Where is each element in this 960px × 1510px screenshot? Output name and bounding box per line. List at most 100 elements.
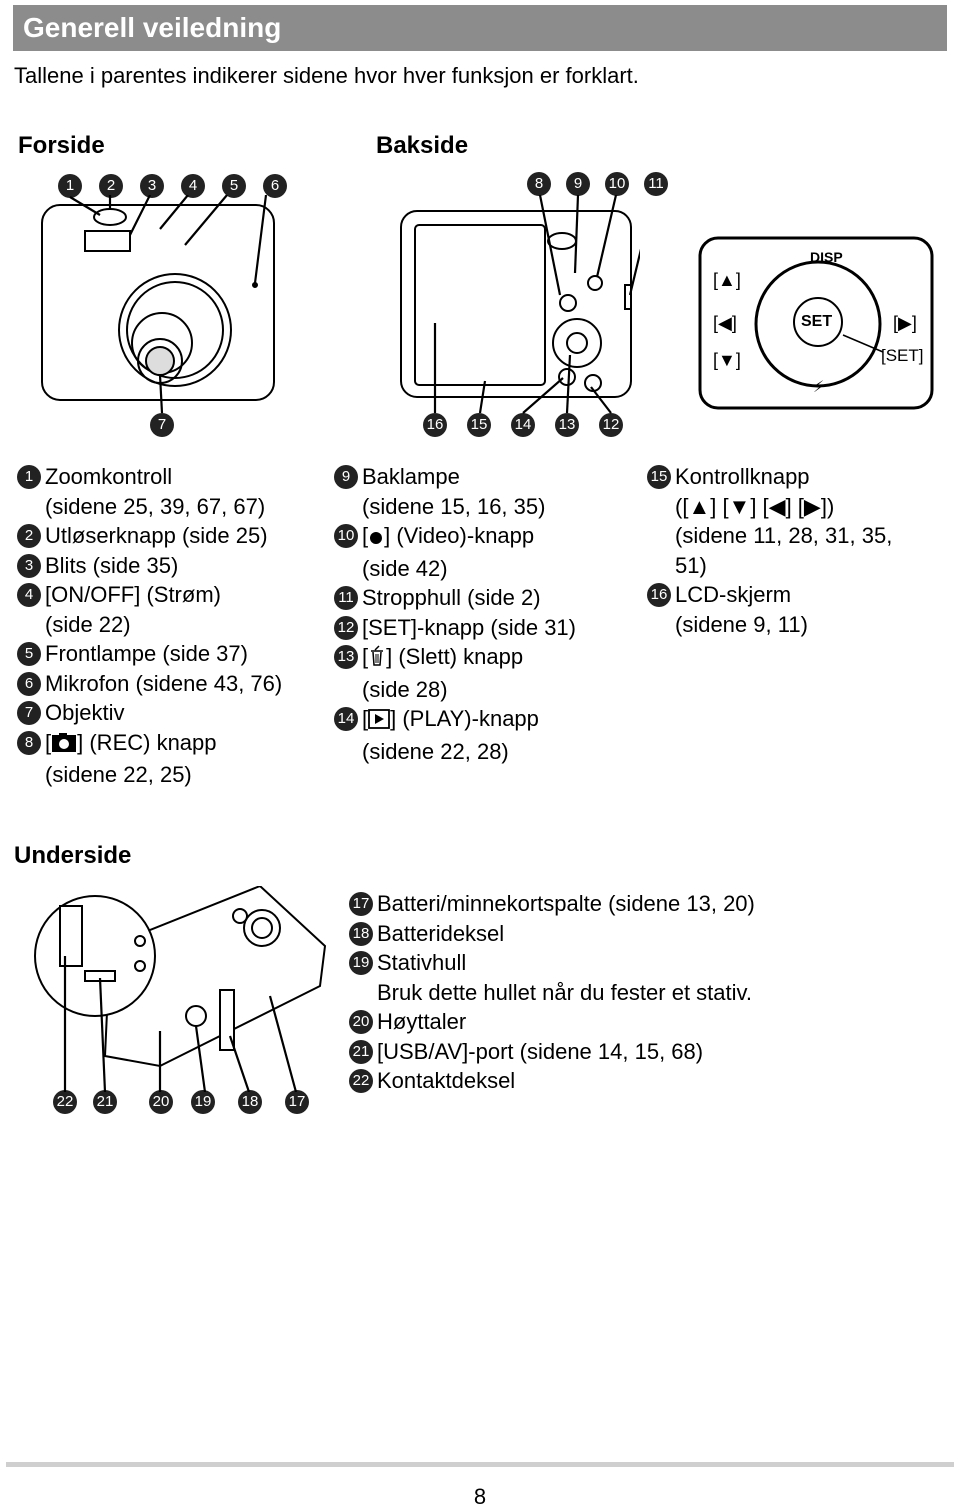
callout-number: 5: [222, 174, 246, 198]
legend-item: 4[ON/OFF] (Strøm) (side 22): [17, 580, 282, 639]
callout-number: 20: [349, 1010, 373, 1034]
callout-number: 19: [349, 951, 373, 975]
flash-icon: ⚡: [813, 379, 825, 396]
dial-set-bracket-label: [SET]: [881, 346, 924, 365]
legend-text: [USB/AV]-port (sidene 14, 15, 68): [377, 1038, 704, 1064]
legend-text: LCD-skjerm (sidene 9, 11): [675, 582, 808, 637]
front-top-callouts: 1 2 3 4 5 6: [58, 174, 287, 198]
callout-number: 9: [334, 465, 358, 489]
callout-number: 13: [555, 413, 579, 437]
callout-number: 20: [149, 1090, 173, 1114]
callout-number: 17: [285, 1090, 309, 1114]
back-top-callouts: 8 9 10 11: [527, 172, 668, 196]
legend-item: 21[USB/AV]-port (sidene 14, 15, 68): [349, 1037, 755, 1067]
legend-text: ] (REC) knapp (sidene 22, 25): [45, 729, 217, 788]
callout-number: 15: [647, 465, 671, 489]
callout-number: 4: [17, 583, 41, 607]
callout-number: 2: [17, 524, 41, 548]
callout-number: 8: [527, 172, 551, 196]
dial-down-label: [▼]: [713, 350, 741, 370]
dial-up-label: [▲]: [713, 270, 741, 290]
callout-number: 19: [191, 1090, 215, 1114]
callout-number: 15: [467, 413, 491, 437]
back-label: Bakside: [376, 132, 469, 159]
callout-number: 10: [334, 524, 358, 548]
legend-text: Blits (side 35): [45, 552, 179, 578]
bracket-open: [: [45, 729, 52, 755]
callout-number: 14: [511, 413, 535, 437]
legend-text: Kontrollknapp ([▲] [▼] [◀] [▶]) (sidene …: [675, 464, 893, 578]
legend-text: Utløserknapp (side 25): [45, 523, 268, 548]
front-bottom-callouts: 7: [150, 413, 174, 437]
camera-icon: [51, 731, 77, 761]
legend-text: Baklampe (sidene 15, 16, 35): [362, 464, 546, 519]
legend-item: 12[SET]-knapp (side 31): [334, 613, 576, 643]
bracket-open: [: [362, 523, 369, 548]
dial-disp-label: DISP: [810, 249, 843, 265]
intro-text: Tallene i parentes indikerer sidene hvor…: [14, 63, 639, 88]
dial-right-label: [▶]: [893, 313, 917, 333]
legend-text: Stropphull (side 2): [362, 585, 541, 610]
camera-back-illustration: [400, 195, 640, 414]
dial-set-label: SET: [801, 313, 833, 330]
callout-number: 4: [181, 174, 205, 198]
legend-item: 8[] (REC) knapp (sidene 22, 25): [17, 728, 282, 790]
callout-number: 21: [349, 1039, 373, 1064]
legend-text: ] (Slett) knapp (side 28): [362, 644, 524, 702]
back-bottom-callouts: 16 15 14 13 12: [423, 413, 623, 437]
legend-text: ] (Video)-knapp (side 42): [362, 523, 535, 581]
callout-number: 18: [349, 921, 373, 946]
legend-text: Batterideksel: [377, 920, 505, 946]
play-icon: [368, 707, 391, 737]
legend-text: Stativhull Bruk dette hullet når du fest…: [377, 950, 753, 1005]
legend-text: Kontaktdeksel: [377, 1068, 516, 1093]
callout-number: 6: [17, 671, 41, 696]
footer-divider: [6, 1462, 954, 1467]
callout-number: 8: [17, 730, 41, 755]
callout-number: 3: [17, 553, 41, 578]
callout-number: 6: [263, 174, 287, 198]
legend-text: Batteri/minnekortspalte (sidene 13, 20): [377, 891, 755, 916]
callout-number: 10: [605, 172, 629, 196]
front-label: Forside: [18, 132, 105, 159]
callout-number: 7: [150, 413, 174, 437]
camera-front-illustration: [41, 195, 275, 414]
legend-item: 10[] (Video)-knapp (side 42): [334, 521, 576, 583]
callout-number: 1: [58, 174, 82, 198]
callout-number: 9: [566, 172, 590, 196]
legend-item: 14[] (PLAY)-knapp (sidene 22, 28): [334, 704, 576, 766]
legend-text: Zoomkontroll (sidene 25, 39, 67, 67): [45, 464, 266, 519]
trash-icon: [368, 645, 386, 675]
bracket-open: [: [362, 706, 369, 731]
callout-number: 2: [99, 174, 123, 198]
legend-text: [ON/OFF] (Strøm) (side 22): [45, 582, 221, 637]
bracket-open: [: [362, 644, 369, 669]
legend-text: Frontlampe (side 37): [45, 641, 248, 666]
callout-number: 16: [647, 583, 671, 607]
record-dot-icon: [368, 524, 384, 554]
legend-text: Mikrofon (sidene 43, 76): [45, 670, 283, 696]
callout-number: 12: [334, 615, 358, 640]
legend-text: Objektiv: [45, 700, 125, 725]
callout-number: 22: [349, 1069, 373, 1093]
callout-number: 18: [238, 1090, 262, 1114]
legend-text: ] (PLAY)-knapp (sidene 22, 28): [362, 706, 539, 764]
callout-number: 11: [334, 586, 358, 610]
callout-number: 7: [17, 701, 41, 725]
